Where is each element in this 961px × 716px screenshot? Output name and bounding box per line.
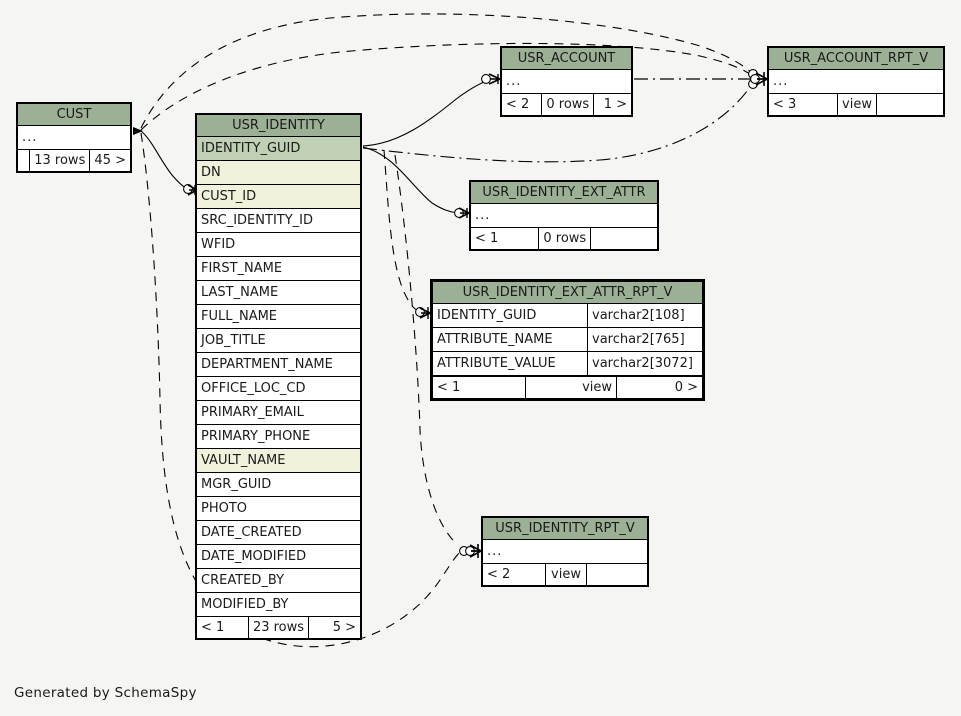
collapsed-columns-cust: ... xyxy=(17,125,131,150)
column-cust_id[interactable]: CUST_ID xyxy=(196,184,361,209)
table-cust[interactable]: CUST ... 13 rows 45 > xyxy=(16,102,132,173)
edge-usr_identity-usr_account xyxy=(362,79,490,147)
edge-usr_identity-usr_identity_ext_attr xyxy=(362,146,459,214)
column-wfid[interactable]: WFID xyxy=(196,232,361,257)
column-job_title[interactable]: JOB_TITLE xyxy=(196,328,361,353)
collapsed-columns-usr_account: ... xyxy=(501,69,632,94)
collapsed-columns-usr_identity_ext_attr: ... xyxy=(470,203,658,228)
column-full_name[interactable]: FULL_NAME xyxy=(196,304,361,329)
column-vault_name[interactable]: VAULT_NAME xyxy=(196,448,361,473)
table-usr_identity_ext_attr[interactable]: USR_IDENTITY_EXT_ATTR ... < 1 0 rows xyxy=(469,180,659,251)
footer-left-usr_identity_rpt_v[interactable]: < 2 xyxy=(482,563,546,586)
table-usr_account[interactable]: USR_ACCOUNT ... < 2 0 rows 1 > xyxy=(500,46,633,117)
footer-right-usr_account[interactable]: 1 > xyxy=(593,93,632,116)
table-usr_identity_ext_attr_rpt_v[interactable]: USR_IDENTITY_EXT_ATTR_RPT_V IDENTITY_GUI… xyxy=(430,279,705,401)
footer-type-usr_identity_ext_attr_rpt_v: view xyxy=(525,376,617,399)
footer-left-usr_identity_ext_attr[interactable]: < 1 xyxy=(469,227,540,250)
column-date_modified[interactable]: DATE_MODIFIED xyxy=(196,544,361,569)
footer-right-usr_identity_rpt_v[interactable] xyxy=(586,563,648,586)
column-mgr_guid[interactable]: MGR_GUID xyxy=(196,472,361,497)
footer-left-usr_identity_ext_attr_rpt_v[interactable]: < 1 xyxy=(432,376,526,399)
column-primary_phone[interactable]: PRIMARY_PHONE xyxy=(196,424,361,449)
column-date_created[interactable]: DATE_CREATED xyxy=(196,520,361,545)
footer-right-usr_identity[interactable]: 5 > xyxy=(308,616,361,639)
table-title-usr_identity_rpt_v: USR_IDENTITY_RPT_V xyxy=(482,517,648,540)
column-rptv-attribute_name[interactable]: ATTRIBUTE_NAME xyxy=(432,327,588,352)
column-type-attribute_value: varchar2[3072] xyxy=(587,351,703,376)
edge-cust-usr_identity xyxy=(140,130,187,189)
footer-rows-cust: 13 rows xyxy=(29,149,91,172)
column-dn[interactable]: DN xyxy=(196,160,361,185)
table-title-cust: CUST xyxy=(17,103,131,126)
footer-rows-usr_identity_ext_attr: 0 rows xyxy=(538,227,592,250)
collapsed-columns-usr_account_rpt_v: ... xyxy=(768,69,944,94)
footer-right-cust[interactable]: 45 > xyxy=(89,149,131,172)
table-title-usr_account_rpt_v: USR_ACCOUNT_RPT_V xyxy=(768,47,944,70)
footer-rows-usr_identity: 23 rows xyxy=(247,616,310,639)
column-modified_by[interactable]: MODIFIED_BY xyxy=(196,592,361,617)
column-first_name[interactable]: FIRST_NAME xyxy=(196,256,361,281)
footer-left-usr_account[interactable]: < 2 xyxy=(500,93,543,116)
table-title-usr_identity_ext_attr: USR_IDENTITY_EXT_ATTR xyxy=(470,181,658,204)
column-rptv-attribute_value[interactable]: ATTRIBUTE_VALUE xyxy=(432,351,588,376)
generated-by-note: Generated by SchemaSpy xyxy=(14,685,197,701)
column-type-identity_guid: varchar2[108] xyxy=(587,303,703,328)
edge-usr_identity-usr_identity_ext_attr_rpt_v xyxy=(383,149,419,312)
footer-right-usr_identity_ext_attr[interactable] xyxy=(590,227,658,250)
column-primary_email[interactable]: PRIMARY_EMAIL xyxy=(196,400,361,425)
column-type-attribute_name: varchar2[765] xyxy=(587,327,703,352)
column-created_by[interactable]: CREATED_BY xyxy=(196,568,361,593)
footer-right-usr_account_rpt_v[interactable] xyxy=(876,93,944,116)
table-usr_identity_rpt_v[interactable]: USR_IDENTITY_RPT_V ... < 2 view xyxy=(481,516,649,587)
table-title-usr_identity: USR_IDENTITY xyxy=(196,114,361,137)
column-department_name[interactable]: DEPARTMENT_NAME xyxy=(196,352,361,377)
table-title-usr_account: USR_ACCOUNT xyxy=(501,47,632,70)
table-title-usr_identity_ext_attr_rpt_v: USR_IDENTITY_EXT_ATTR_RPT_V xyxy=(432,281,703,304)
footer-rows-usr_account: 0 rows xyxy=(541,93,595,116)
column-rptv-identity_guid[interactable]: IDENTITY_GUID xyxy=(432,303,588,328)
column-identity_guid[interactable]: IDENTITY_GUID xyxy=(196,136,361,161)
footer-type-usr_account_rpt_v: view xyxy=(837,93,877,116)
footer-type-usr_identity_rpt_v: view xyxy=(545,563,587,586)
column-last_name[interactable]: LAST_NAME xyxy=(196,280,361,305)
footer-left-usr_account_rpt_v[interactable]: < 3 xyxy=(768,93,838,116)
edge-cust-usr_account_rpt_v xyxy=(140,13,756,129)
footer-left-usr_identity[interactable]: < 1 xyxy=(196,616,249,639)
footer-right-usr_identity_ext_attr_rpt_v[interactable]: 0 > xyxy=(616,376,703,399)
column-photo[interactable]: PHOTO xyxy=(196,496,361,521)
footer-left-cust[interactable] xyxy=(16,149,31,172)
table-usr_identity[interactable]: USR_IDENTITY IDENTITY_GUID DN CUST_ID SR… xyxy=(195,113,362,640)
collapsed-columns-usr_identity_rpt_v: ... xyxy=(482,539,648,564)
column-office_loc_cd[interactable]: OFFICE_LOC_CD xyxy=(196,376,361,401)
table-usr_account_rpt_v[interactable]: USR_ACCOUNT_RPT_V ... < 3 view xyxy=(767,46,945,117)
column-src_identity_id[interactable]: SRC_IDENTITY_ID xyxy=(196,208,361,233)
